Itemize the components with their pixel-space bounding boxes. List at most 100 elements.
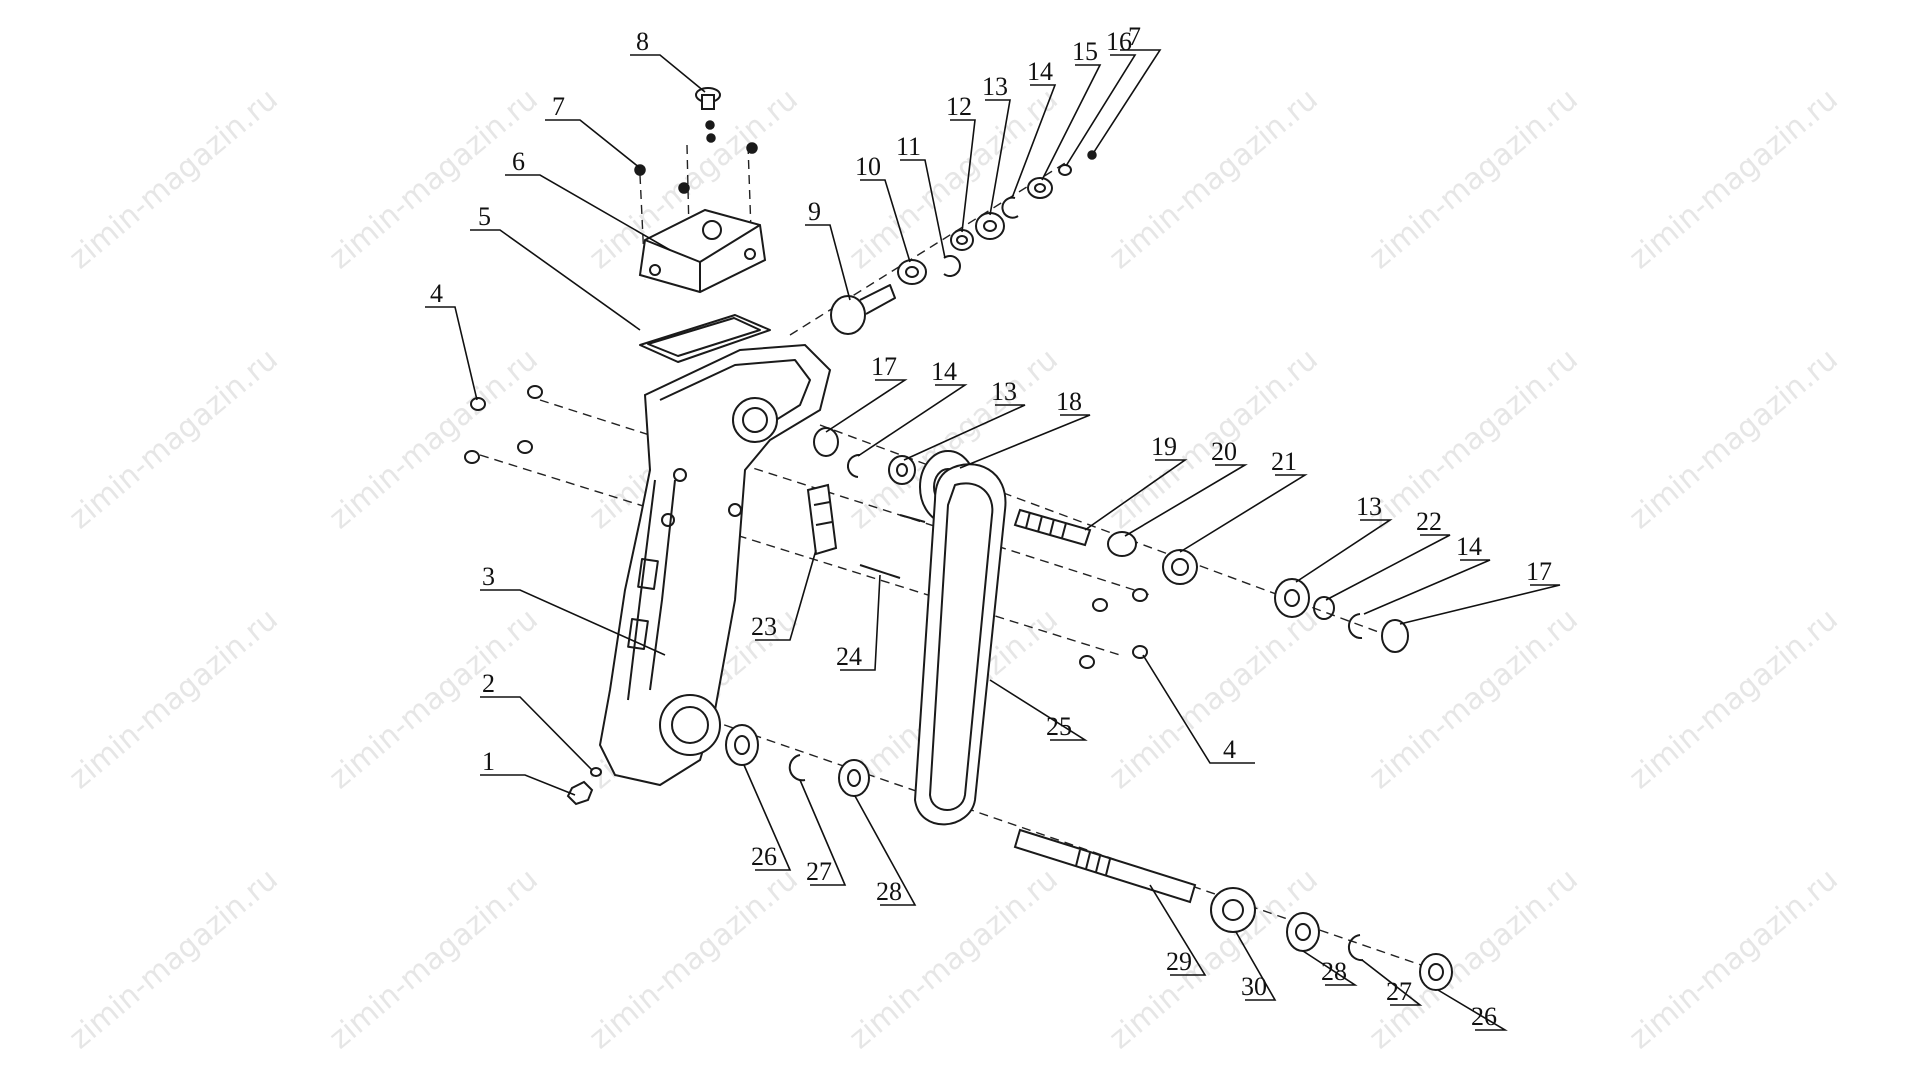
callout-3: 3: [482, 562, 495, 591]
leader-14c: [1363, 559, 1491, 615]
filler-plug: [695, 87, 721, 143]
leader-24: [840, 574, 881, 671]
leader-19: [1084, 459, 1188, 531]
leader-23: [755, 549, 817, 641]
leader-27a: [799, 779, 847, 886]
watermark: zimin-magazin.ru: [63, 82, 285, 276]
drive-chain: [913, 463, 1007, 826]
leader-20: [1124, 464, 1248, 537]
callout-13b: 13: [991, 377, 1017, 406]
cover-bolts: [634, 142, 758, 194]
leader-17b: [1399, 584, 1561, 625]
callout-17b: 17: [1526, 557, 1552, 586]
callout-10: 10: [855, 152, 881, 181]
callout-13a: 13: [982, 72, 1008, 101]
upper-shaft-assembly: [1013, 508, 1198, 585]
leader-1: [480, 774, 576, 796]
callout-2: 2: [482, 669, 495, 698]
callout-7b: 7: [1128, 22, 1141, 51]
callout-26b: 26: [1471, 1002, 1497, 1031]
watermark: zimin-magazin.ru: [1363, 82, 1585, 276]
watermark: zimin-magazin.ru: [323, 82, 545, 276]
axis-bolt-lower: [479, 454, 1121, 656]
callout-26a: 26: [751, 842, 777, 871]
callout-14a: 14: [1027, 57, 1053, 86]
watermark: zimin-magazin.ru: [583, 862, 805, 1056]
leader-28a: [854, 795, 917, 906]
leader-28b: [1302, 950, 1358, 986]
housing-washers-right: [1079, 588, 1148, 669]
callout-18: 18: [1056, 387, 1082, 416]
callout-21: 21: [1271, 447, 1297, 476]
leader-3: [480, 589, 666, 656]
input-shaft: [830, 284, 896, 335]
leader-8: [630, 54, 706, 93]
cover-gasket: [639, 314, 771, 363]
leader-13c: [1295, 519, 1393, 583]
leader-10: [860, 179, 911, 263]
watermark: zimin-magazin.ru: [1623, 342, 1845, 536]
leader-6: [505, 174, 671, 251]
callout-labels: 1 2 3 4 4 5 6 7 7 8 9 10 11 12 13 13 13 …: [430, 22, 1552, 1031]
upper-right-bearing-stack: [1274, 578, 1409, 653]
leader-21: [1179, 474, 1308, 553]
callout-4a: 4: [430, 279, 443, 308]
leader-13b: [903, 404, 1026, 461]
leader-13a: [985, 99, 1011, 216]
watermark: zimin-magazin.ru: [1103, 862, 1325, 1056]
watermark: zimin-magazin.ru: [63, 342, 285, 536]
leader-18: [959, 414, 1091, 469]
output-shaft: [1013, 828, 1197, 904]
watermark: zimin-magazin.ru: [1623, 82, 1845, 276]
axis-input-shaft: [789, 159, 1071, 336]
leader-16: [1065, 54, 1137, 167]
leader-7a: [545, 119, 641, 169]
axis-lower-shaft: [709, 719, 1451, 976]
callout-1: 1: [482, 747, 495, 776]
callout-7a: 7: [552, 92, 565, 121]
callout-19: 19: [1151, 432, 1177, 461]
leader-14b: [857, 384, 968, 457]
leader-4a: [425, 306, 478, 401]
leader-15: [1041, 64, 1102, 181]
callout-14b: 14: [931, 357, 957, 386]
callout-6: 6: [512, 147, 525, 176]
watermark: zimin-magazin.ru: [63, 602, 285, 796]
lower-left-bearing-stack: [725, 724, 870, 797]
axis-cover-bolt-left: [639, 174, 646, 281]
leader-14a: [1011, 84, 1057, 199]
callout-15: 15: [1072, 37, 1098, 66]
drain-bolt: [566, 767, 602, 806]
callout-22: 22: [1416, 507, 1442, 536]
watermark: zimin-magazin.ru: [323, 862, 545, 1056]
leader-2: [480, 696, 593, 771]
callout-27a: 27: [806, 857, 832, 886]
watermark: zimin-magazin.ru: [1623, 602, 1845, 796]
leader-22: [1325, 534, 1451, 601]
callout-13c: 13: [1356, 492, 1382, 521]
leader-26a: [743, 764, 792, 871]
callout-4b: 4: [1223, 735, 1236, 764]
callout-28a: 28: [876, 877, 902, 906]
leader-25: [989, 679, 1088, 741]
watermark: zimin-magazin.ru: [1103, 602, 1325, 796]
leader-11: [900, 159, 946, 259]
callout-28b: 28: [1321, 957, 1347, 986]
watermark: zimin-magazin.ru: [1363, 342, 1585, 536]
callout-17a: 17: [871, 352, 897, 381]
leader-5: [470, 229, 641, 331]
chain-tensioner: [806, 483, 838, 556]
callout-25: 25: [1046, 712, 1072, 741]
leader-30: [1235, 931, 1277, 1001]
leader-26b: [1437, 989, 1508, 1031]
callout-9: 9: [808, 197, 821, 226]
watermark: zimin-magazin.ru: [323, 342, 545, 536]
leader-17a: [825, 379, 908, 433]
callout-27b: 27: [1386, 977, 1412, 1006]
callout-8: 8: [636, 27, 649, 56]
callout-29: 29: [1166, 947, 1192, 976]
top-cover: [638, 208, 767, 294]
lower-right-group: [1210, 887, 1453, 991]
input-bearing-stack: [897, 150, 1097, 285]
